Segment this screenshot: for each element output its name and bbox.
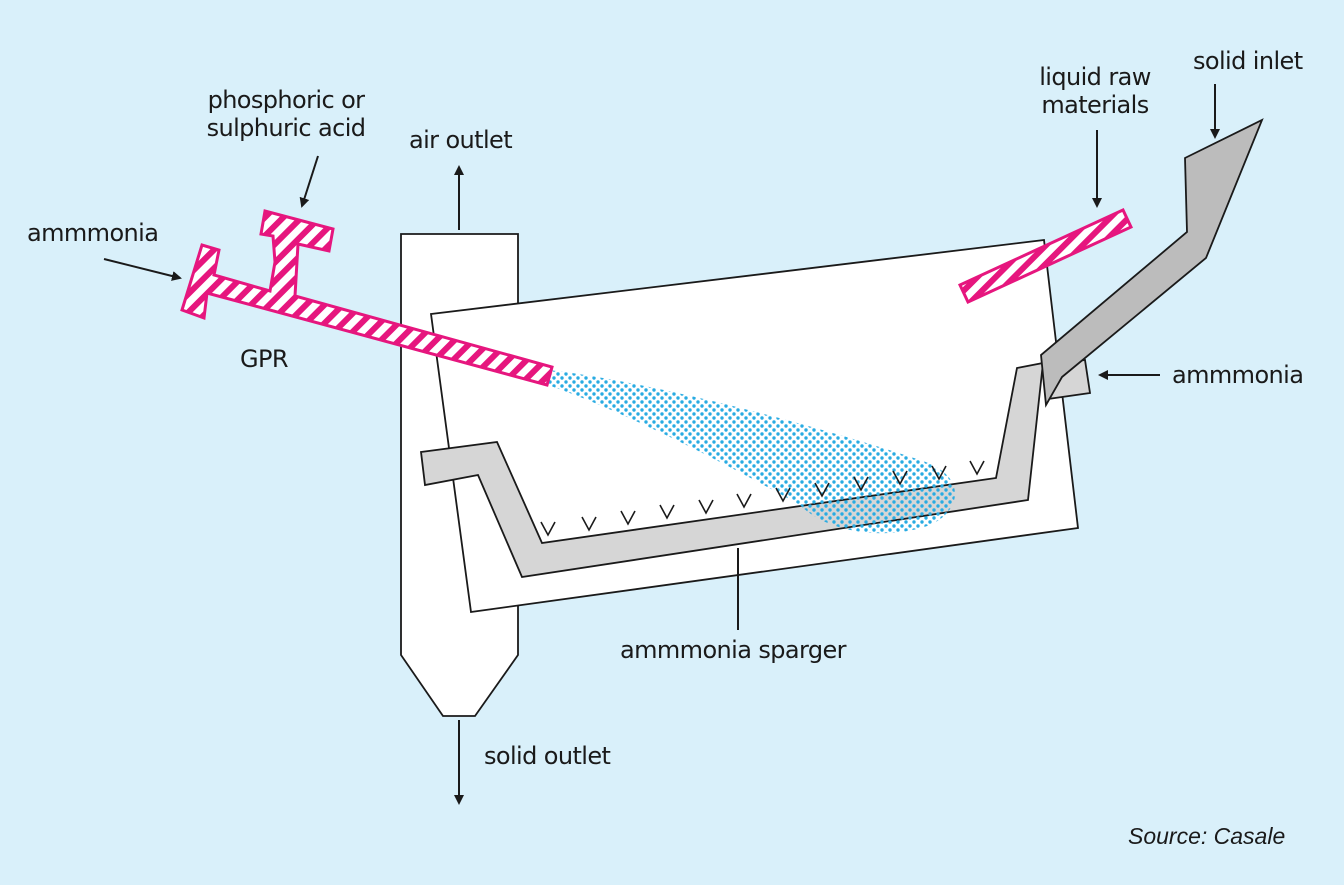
- acid-label: phosphoric or sulphuric acid: [186, 86, 386, 142]
- sparger-label: ammmonia sparger: [620, 636, 847, 664]
- solid-inlet-label: solid inlet: [1193, 47, 1303, 75]
- spray-cone: [548, 370, 955, 534]
- ammonia-left-arrow: [103, 258, 182, 281]
- solid-inlet-chute: [1040, 118, 1264, 408]
- solid-outlet-label: solid outlet: [484, 742, 611, 770]
- liquid-label-line2: materials: [1041, 91, 1149, 119]
- air-outlet-label: air outlet: [409, 126, 513, 154]
- liquid-label-line1: liquid raw: [1039, 63, 1151, 91]
- sparger-nozzles: [540, 460, 985, 537]
- liquid-raw-materials-pipe: [957, 208, 1134, 304]
- acid-arrow: [299, 155, 319, 208]
- source-credit: Source: Casale: [1128, 823, 1286, 849]
- gpr-label: GPR: [240, 345, 289, 373]
- liquid-raw-materials-label: liquid raw materials: [1010, 63, 1180, 119]
- ammonia-right-label: ammmonia: [1172, 361, 1304, 389]
- acid-label-line1: phosphoric or: [207, 86, 365, 114]
- acid-label-line2: sulphuric acid: [206, 114, 366, 142]
- gpr-pipe-reactor: [180, 209, 554, 387]
- ammonia-left-label: ammmonia: [27, 219, 159, 247]
- flow-arrows: [103, 84, 1220, 805]
